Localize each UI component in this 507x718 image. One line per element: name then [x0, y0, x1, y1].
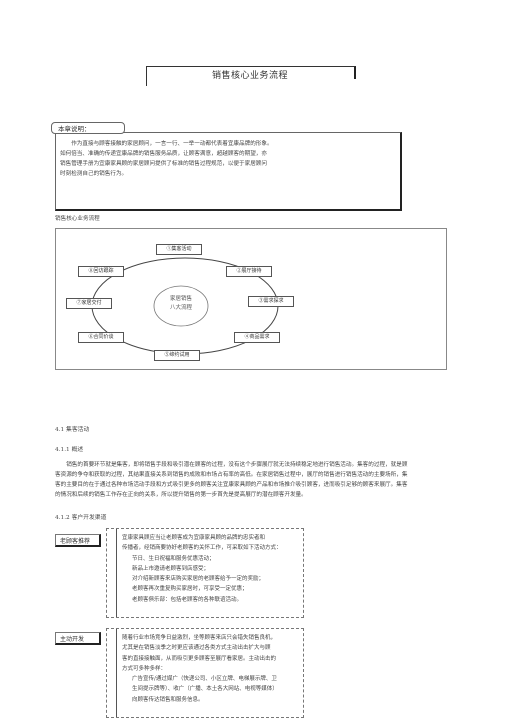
channel-label-box: 老顾客推荐: [55, 534, 101, 547]
section-heading-4-1: 4.1 集客活动: [55, 427, 90, 433]
intro-text: 作为直接与顾客接触的家居顾问，一言一行、一举一动都代表着宜康品牌的形象。 如何倍…: [60, 139, 394, 179]
page-title: 销售核心业务流程: [211, 71, 288, 81]
flow-node-4: ④商品需求: [234, 332, 280, 343]
channel-detail-line: 新品上市邀请老顾客到店感受；: [132, 565, 210, 572]
flow-node-3: ③需求探求: [248, 296, 294, 307]
intro-line: 如何倍当、准确的传递宜康品牌的销售服务品质，让顾客满意，超越顾客的期望，亦: [60, 151, 267, 157]
channel-detail-line: 广告宣传/通过媒广（快递公司、小区立牌、电梯展示牌、卫: [132, 676, 277, 683]
overview-line: 销售的首要环节就是集客，即将销售手段和吸引潜在顾客的过程，没有这个步骤展厅就无法…: [66, 462, 408, 468]
flow-center-line: 八大流程: [169, 305, 192, 311]
channel-detail-line: 生间提示牌等）、收广（广播、本土各大网站、电视等媒体）: [132, 686, 278, 693]
channel-detail-line: 客的直接接触面，从而吸引更多顾客至展厅看家居。主动出击的: [122, 655, 277, 662]
intro-line: 作为直接与顾客接触的家居顾问，一言一行、一举一动都代表着宜康品牌的形象。: [71, 141, 273, 147]
channel-divider: [116, 628, 117, 718]
flow-node-1: ①集客活动: [156, 244, 202, 255]
channel-detail-box: [106, 528, 304, 618]
channel-divider: [116, 528, 117, 618]
channel-detail-line: 老顾客再次重复购买家居时，可享受一定优惠；: [132, 586, 248, 593]
title-bracket: [146, 66, 356, 79]
channel-detail-line: 宜康家具顾应当让老顾客成为宜康家具顾的品牌的忠实者和: [122, 535, 266, 541]
section-heading-4-1-2: 4.1.2 客户开发渠道: [55, 515, 107, 521]
channel-detail-line: 对介绍新顾客来店购买家居的老顾客给予一定的奖励；: [132, 576, 265, 583]
channel-detail-list: 宜康家具顾应当让老顾客成为宜康家具顾的品牌的忠实者和 传播者，经销商要协好老顾客…: [122, 533, 282, 605]
flow-node-8: ⑧回访跟踪: [78, 266, 124, 277]
channel-label-box: 主动开发: [55, 632, 101, 645]
channel-detail-line: 尤其是在销售淡季之时更应该通过各类方式主动出击扩大与顾: [122, 645, 271, 652]
flow-node-7: ⑦家居交付: [66, 298, 112, 309]
channel-detail-line: 老顾客俱乐部：包括老顾客的各种联谊活动。: [132, 596, 243, 603]
flow-diagram-frame: [55, 228, 447, 370]
title-bracket-tick: [146, 66, 147, 86]
overview-paragraph: 销售的首要环节就是集客，即将销售手段和吸引潜在顾客的过程，没有这个步骤展厅就无法…: [55, 460, 450, 500]
intro-label: 本章说明：: [51, 122, 125, 134]
channel-detail-line: 方式可多种多样：: [122, 665, 167, 672]
flow-node-2: ②展厅接待: [226, 266, 272, 277]
flow-node-6: ⑥合同价谈: [78, 332, 124, 343]
intro-box: [55, 132, 402, 211]
channel-detail-line: 随着行业市场竞争日益激烈，坐等顾客来店只会错失销售良机，: [122, 635, 277, 641]
flow-caption: 销售核心业务流程: [55, 216, 100, 222]
overview-line: 的情况和后续的销售工作存在正向的关系，所以提升销售的第一步首先是提高展厅的潜在顾…: [55, 492, 307, 498]
flow-center-ellipse: [153, 285, 209, 327]
flow-center-label: 家居销售 八大流程: [159, 295, 203, 313]
channel-detail-line: 节日、生日祝福和服务优惠活动；: [132, 555, 215, 562]
intro-line: 时刻检测自己的销售行为。: [60, 171, 128, 177]
channel-detail-line: 向顾客传达销售和服务信息。: [132, 696, 204, 703]
overview-line: 客资源的争夺和获取的过程，其结果直接关系到销售的成败和市场占有率的高低。在家居销…: [55, 472, 408, 478]
flow-node-5: ⑤缔约试用: [154, 350, 200, 361]
channel-detail-list: 随着行业市场竞争日益激烈，坐等顾客来店只会错失销售良机， 尤其是在销售淡季之时更…: [122, 633, 278, 705]
channel-detail-line: 传播者，经销商要协好老顾客的关怀工作，可采取如下活动方式：: [122, 545, 282, 552]
overview-line: 客的主要目的在于通过各种市场活动手段和方式吸引更多的顾客关注宜康家具顾的产品和市…: [55, 482, 408, 488]
section-heading-4-1-1: 4.1.1 概述: [55, 447, 84, 453]
flow-center-line: 家居销售: [169, 296, 192, 302]
intro-line: 销售管理手册为宜康家具顾的家居顾问提供了标准的销售过程规范，以便于家居顾问: [60, 161, 267, 167]
